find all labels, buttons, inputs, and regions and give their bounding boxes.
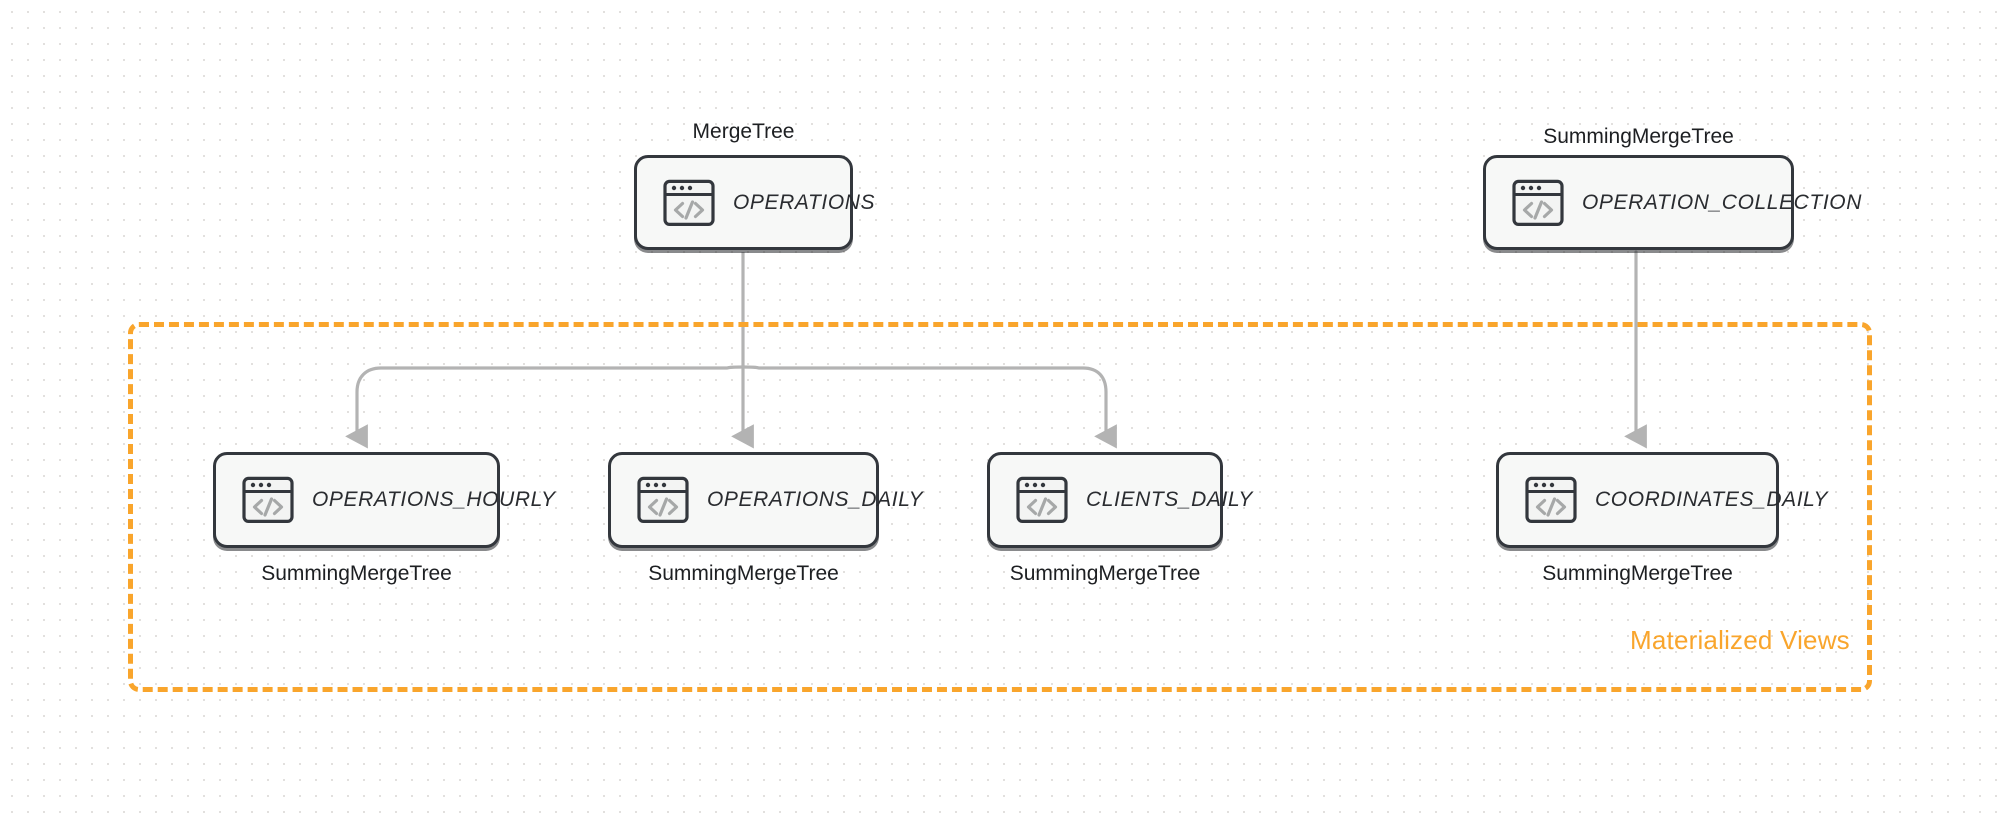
code-window-icon (637, 476, 689, 524)
engine-caption-operations: MergeTree (692, 120, 795, 143)
node-operation-collection[interactable]: OPERATION_COLLECTION (1483, 155, 1861, 250)
engine-caption-clients-daily: SummingMergeTree (1009, 562, 1201, 585)
code-window-icon (242, 476, 294, 524)
code-window-icon (1016, 476, 1068, 524)
node-operations[interactable]: OPERATIONS (634, 155, 875, 250)
node-label-operations-hourly: OPERATIONS_HOURLY (312, 488, 556, 511)
materialized-views-group-label: Materialized Views (1630, 625, 1850, 655)
node-label-operations: OPERATIONS (733, 190, 876, 214)
engine-caption-operations-daily: SummingMergeTree (648, 562, 839, 585)
code-window-icon (1525, 476, 1577, 524)
node-operations-daily[interactable]: OPERATIONS_DAILY (608, 452, 923, 548)
code-window-icon (1512, 179, 1564, 227)
engine-caption-operation-collection: SummingMergeTree (1543, 125, 1734, 148)
node-coordinates-daily[interactable]: COORDINATES_DAILY (1496, 452, 1828, 548)
engine-caption-coordinates-daily: SummingMergeTree (1542, 562, 1733, 585)
node-label-operations-daily: OPERATIONS_DAILY (707, 488, 924, 511)
engine-caption-operations-hourly: SummingMergeTree (261, 562, 452, 585)
node-label-operation-collection: OPERATION_COLLECTION (1582, 190, 1862, 214)
node-label-coordinates-daily: COORDINATES_DAILY (1595, 488, 1829, 511)
node-operations-hourly[interactable]: OPERATIONS_HOURLY (213, 452, 555, 548)
materialized-views-group (128, 322, 1872, 692)
node-clients-daily[interactable]: CLIENTS_DAILY (987, 452, 1252, 548)
node-label-clients-daily: CLIENTS_DAILY (1086, 488, 1253, 511)
code-window-icon (663, 179, 715, 227)
